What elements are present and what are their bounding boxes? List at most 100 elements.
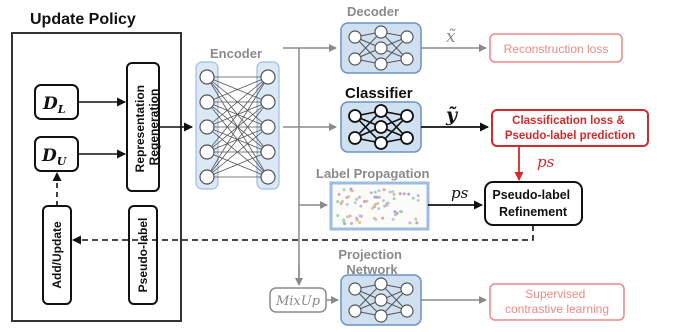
svg-text:DL: DL — [42, 94, 66, 116]
scatter-dot — [355, 197, 359, 201]
du-subscript: U — [57, 155, 68, 168]
du-letter: D — [41, 146, 57, 166]
classification-loss-line2: Pseudo-label prediction — [505, 130, 635, 142]
svg-text:Representation Regenerat: Representation Regeneration — [133, 82, 161, 173]
network-node — [348, 131, 362, 145]
scatter-dot — [359, 204, 363, 208]
scatter-dot — [375, 195, 379, 199]
network-node — [400, 282, 414, 296]
svg-text:DU: DU — [41, 146, 68, 168]
scatter-dot — [357, 195, 361, 199]
scatter-dot — [346, 215, 350, 219]
network-node — [374, 309, 388, 323]
network-node — [348, 282, 362, 296]
network-node — [400, 304, 414, 318]
scatter-dot — [382, 188, 386, 192]
scatter-dot — [343, 222, 347, 226]
network-node — [260, 169, 276, 185]
du-box: DU — [34, 136, 79, 172]
contrastive-loss-box — [489, 283, 625, 321]
label-propagation-label: Label Propagation — [316, 166, 429, 181]
network-node — [374, 41, 388, 55]
decoder-label: Decoder — [347, 4, 399, 19]
label-propagation-ps-label: ps — [451, 184, 469, 202]
classifier-output-symbol: ỹ — [445, 104, 459, 126]
network-node — [374, 293, 388, 307]
scatter-dot — [377, 207, 381, 211]
add-update-box: Add/Update — [42, 205, 72, 305]
network-node — [374, 104, 388, 118]
representation-line1: Representation — [133, 85, 147, 172]
scatter-dot — [388, 190, 392, 194]
projection-network — [340, 274, 422, 326]
contrastive-loss-line2: contrastive learning — [505, 302, 609, 316]
scatter-dot — [416, 198, 420, 202]
scatter-dot — [355, 216, 358, 220]
network-node — [199, 69, 215, 85]
scatter-dot — [411, 196, 415, 200]
projection-label-line1: Projection — [338, 247, 402, 262]
scatter-dot — [402, 192, 406, 196]
network-node — [199, 144, 215, 160]
network-node — [400, 52, 414, 66]
scatter-dot — [393, 210, 397, 214]
network-edge — [206, 126, 269, 178]
svg-text:Projection Network: Projection Network — [338, 247, 405, 277]
dashed-return-to-pseudo-label — [80, 225, 534, 241]
classification-loss-box — [491, 109, 649, 147]
dl-subscript: L — [57, 103, 66, 116]
scatter-dot — [373, 190, 377, 194]
svg-text:Classification loss & Pseu: Classification loss & Pseudo-label predi… — [505, 115, 635, 142]
network-node — [260, 119, 276, 135]
scatter-dot — [342, 188, 346, 192]
update-policy-box — [11, 32, 182, 322]
projection-label-line2: Network — [346, 262, 398, 277]
scatter-dot — [369, 191, 373, 195]
scatter-dot — [358, 221, 362, 224]
encoder-label: Encoder — [210, 46, 262, 61]
scatter-dot — [353, 201, 357, 205]
decoder-output-symbol: x̃ — [446, 27, 456, 47]
scatter-dot — [391, 190, 395, 194]
scatter-dot — [336, 214, 340, 217]
dl-letter: D — [42, 94, 58, 114]
network-edge — [206, 76, 269, 103]
scatter-dot — [347, 195, 351, 199]
scatter-dot — [365, 199, 369, 203]
classifier-network — [340, 101, 422, 153]
network-node — [348, 304, 362, 318]
representation-regeneration-box: Representation Regeneration — [126, 62, 161, 192]
scatter-dot — [398, 192, 402, 196]
scatter-dot — [345, 203, 349, 206]
contrastive-loss-line1: Supervised — [525, 287, 585, 301]
scatter-dot — [340, 199, 344, 203]
scatter-dot — [391, 217, 395, 221]
svg-text:Pseudo-label Refinement: Pseudo-label Refinement — [492, 188, 573, 219]
scatter-dot — [337, 192, 341, 196]
network-node — [260, 144, 276, 160]
representation-line2: Regeneration — [147, 89, 161, 166]
scatter-dot — [392, 197, 396, 201]
network-node — [374, 25, 388, 39]
scatter-dot — [383, 204, 387, 208]
network-edge — [206, 101, 269, 178]
network-edge — [206, 76, 269, 178]
network-node — [199, 169, 215, 185]
dl-box: DL — [34, 84, 79, 120]
network-node — [374, 277, 388, 291]
network-node — [400, 109, 414, 123]
update-policy-title: Update Policy — [30, 11, 136, 28]
network-node — [400, 30, 414, 44]
scatter-dot — [408, 221, 412, 225]
add-update-label: Add/Update — [50, 221, 64, 289]
reconstruction-loss-box — [489, 33, 623, 63]
scatter-dot — [373, 202, 377, 206]
network-node — [400, 131, 414, 145]
network-node — [374, 57, 388, 71]
scatter-dot — [399, 209, 402, 213]
scatter-dot — [395, 211, 399, 215]
scatter-dot — [414, 217, 418, 221]
svg-text:Supervised contrastive lea: Supervised contrastive learning — [505, 287, 609, 316]
scatter-dot — [381, 216, 385, 220]
classifier-label: Classifier — [345, 85, 413, 102]
